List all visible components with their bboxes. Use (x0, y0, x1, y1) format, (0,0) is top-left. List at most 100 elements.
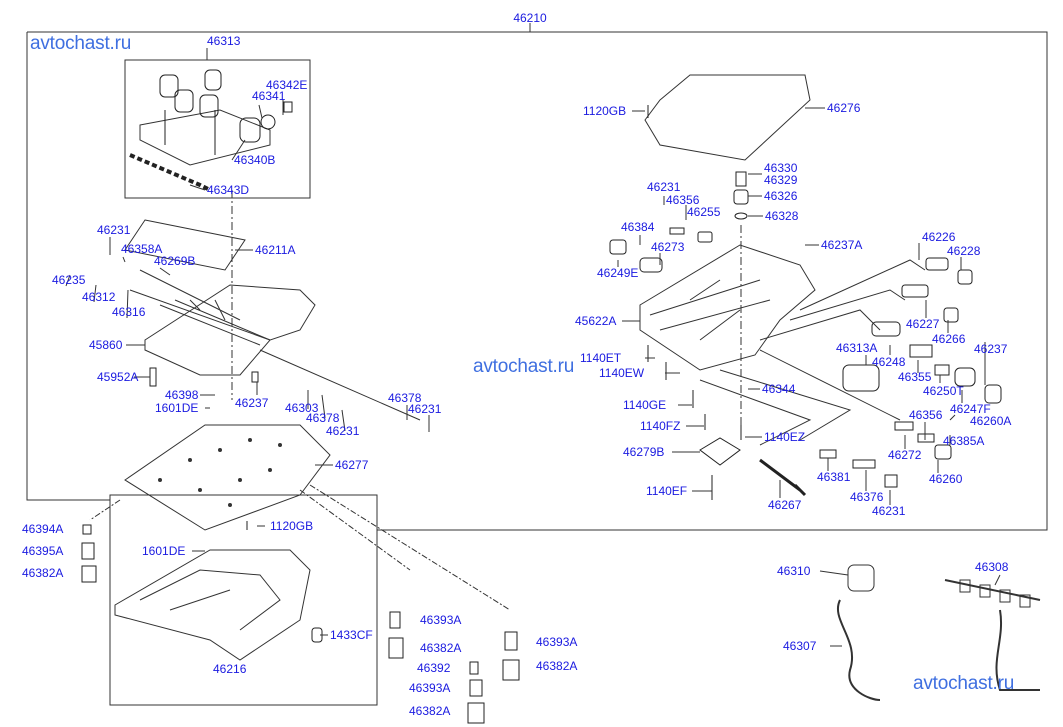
part-label[interactable]: 46378 (306, 411, 340, 425)
part-label[interactable]: 45952A (97, 370, 139, 384)
part-label[interactable]: 46312 (82, 290, 116, 304)
solenoid-bracket (139, 109, 271, 166)
part-label[interactable]: 46260 (929, 472, 963, 486)
part-label[interactable]: 46249E (597, 266, 639, 280)
part-label[interactable]: 1120GB (583, 104, 627, 118)
part-label[interactable]: 46247F (950, 402, 991, 416)
part-label[interactable]: 46277 (335, 458, 369, 472)
part-label[interactable]: 46231 (326, 424, 360, 438)
part-label[interactable]: 46329 (764, 173, 798, 187)
part-label[interactable]: 46308 (975, 560, 1009, 574)
part-label[interactable]: 45860 (89, 338, 123, 352)
part-label[interactable]: 46340B (234, 153, 276, 167)
part-label[interactable]: 46260A (970, 414, 1012, 428)
part-label[interactable]: 1140FZ (640, 419, 681, 433)
upper-valve-body (144, 284, 316, 376)
part-label[interactable]: 46237A (821, 238, 863, 252)
solenoid-46313A (842, 364, 880, 392)
part-label[interactable]: 46316 (112, 305, 146, 319)
part-label[interactable]: 46385A (943, 434, 985, 448)
part-label[interactable]: 46376 (850, 490, 884, 504)
part-label[interactable]: 46250T (923, 384, 964, 398)
part-label[interactable]: 46313 (207, 34, 241, 48)
part-label[interactable]: 46228 (947, 244, 981, 258)
part-label[interactable]: 46382A (22, 566, 64, 580)
part-label[interactable]: 46381 (817, 470, 851, 484)
part-label[interactable]: 46303 (285, 401, 319, 415)
part-label[interactable]: 46248 (872, 355, 906, 369)
part-label[interactable]: 46231 (408, 402, 442, 416)
part-label[interactable]: 46267 (768, 498, 802, 512)
part-label[interactable]: 46395A (22, 544, 64, 558)
part-label[interactable]: 46382A (536, 659, 578, 673)
part-label[interactable]: 46358A (121, 242, 163, 256)
part-label[interactable]: 46310 (777, 564, 811, 578)
assembly-frame-left (26, 32, 110, 501)
part-label[interactable]: 46237 (235, 396, 269, 410)
part-label[interactable]: 46342E (266, 78, 308, 92)
part-label[interactable]: 46393A (536, 635, 578, 649)
main-valve-body (639, 244, 816, 371)
part-label[interactable]: 46276 (827, 101, 861, 115)
part-label[interactable]: 46384 (621, 220, 655, 234)
part-label[interactable]: 46392 (417, 661, 451, 675)
part-label[interactable]: 46355 (898, 370, 932, 384)
part-label[interactable]: 1140EW (599, 366, 645, 380)
plate-46276 (644, 74, 811, 161)
part-label[interactable]: 46328 (765, 209, 799, 223)
bracket-46279B (699, 437, 741, 466)
part-label[interactable]: 46279B (623, 445, 665, 459)
part-label[interactable]: 46382A (409, 704, 451, 718)
part-label[interactable]: 1120GB (270, 519, 314, 533)
watermark: avtochast.ru (913, 673, 1015, 694)
assembly-number: 46210 (513, 11, 547, 25)
part-label[interactable]: 46356 (909, 408, 943, 422)
part-label[interactable]: 46394A (22, 522, 64, 536)
solenoid-frame (124, 59, 311, 199)
part-label[interactable]: 46393A (420, 613, 462, 627)
part-label[interactable]: 46255 (687, 205, 721, 219)
watermark: avtochast.ru (30, 33, 132, 54)
part-label[interactable]: 46231 (647, 180, 681, 194)
part-label[interactable]: 46326 (764, 189, 798, 203)
part-label[interactable]: 46269B (154, 254, 196, 268)
part-label[interactable]: 46266 (932, 332, 966, 346)
part-label[interactable]: 1140GE (623, 398, 667, 412)
part-label[interactable]: 1140ET (580, 351, 622, 365)
separator-plate (124, 219, 246, 271)
part-label[interactable]: 46273 (651, 240, 685, 254)
part-label[interactable]: 46307 (783, 639, 817, 653)
part-label[interactable]: 46356 (666, 193, 700, 207)
plate-46277 (124, 424, 331, 531)
part-label[interactable]: 46237 (974, 342, 1008, 356)
part-label[interactable]: 46343D (207, 183, 250, 197)
part-label[interactable]: 46216 (213, 662, 247, 676)
watermark: avtochast.ru (473, 356, 575, 377)
part-label[interactable]: 1601DE (155, 401, 199, 415)
part-label[interactable]: 46341 (252, 89, 286, 103)
part-label[interactable]: 45622A (575, 314, 617, 328)
part-label[interactable]: 46313A (836, 341, 878, 355)
assembly-frame (27, 31, 1048, 531)
part-label[interactable]: 1140EZ (764, 430, 806, 444)
part-label[interactable]: 46226 (922, 230, 956, 244)
lower-valve-body (114, 549, 311, 661)
lower-body-frame (109, 494, 378, 706)
part-label[interactable]: 46378 (388, 391, 422, 405)
part-label[interactable]: 46231 (872, 504, 906, 518)
part-label[interactable]: 1601DE (142, 544, 186, 558)
part-label[interactable]: 46344 (762, 382, 796, 396)
part-label[interactable]: 1433CF (330, 628, 373, 642)
part-label[interactable]: 46227 (906, 317, 940, 331)
part-label[interactable]: 46330 (764, 161, 798, 175)
part-label[interactable]: 46211A (255, 243, 296, 257)
part-label[interactable]: 46398 (165, 388, 199, 402)
part-label[interactable]: 46231 (97, 223, 131, 237)
part-label[interactable]: 46235 (52, 273, 86, 287)
part-label[interactable]: 46382A (420, 641, 462, 655)
part-label[interactable]: 1140EF (646, 484, 688, 498)
part-label[interactable]: 46272 (888, 448, 922, 462)
part-label[interactable]: 46393A (409, 681, 451, 695)
